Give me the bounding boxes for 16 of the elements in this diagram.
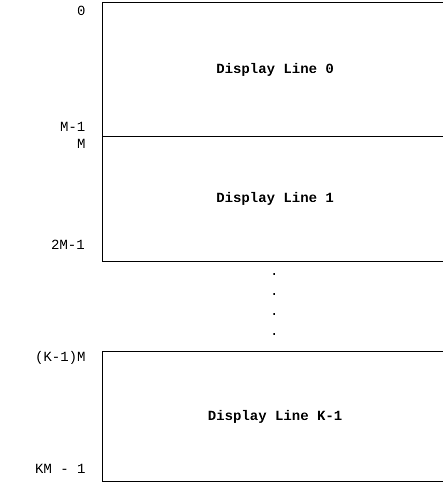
ellipsis-dot: . xyxy=(270,324,278,340)
ellipsis-dot: . xyxy=(270,304,278,320)
address-label: KM - 1 xyxy=(35,462,86,478)
block-title: Display Line 0 xyxy=(216,62,334,78)
memory-block xyxy=(102,136,443,262)
address-label: M xyxy=(77,137,86,153)
block-title: Display Line K-1 xyxy=(208,408,342,424)
memory-block xyxy=(102,351,443,482)
address-label: 2M-1 xyxy=(51,238,85,254)
memory-block xyxy=(102,2,443,137)
ellipsis-dot: . xyxy=(270,264,278,280)
block-title: Display Line 1 xyxy=(216,191,334,207)
address-label: (K-1)M xyxy=(35,350,86,366)
address-label: M-1 xyxy=(60,120,86,136)
ellipsis-dot: . xyxy=(270,284,278,300)
address-label: 0 xyxy=(77,4,86,20)
